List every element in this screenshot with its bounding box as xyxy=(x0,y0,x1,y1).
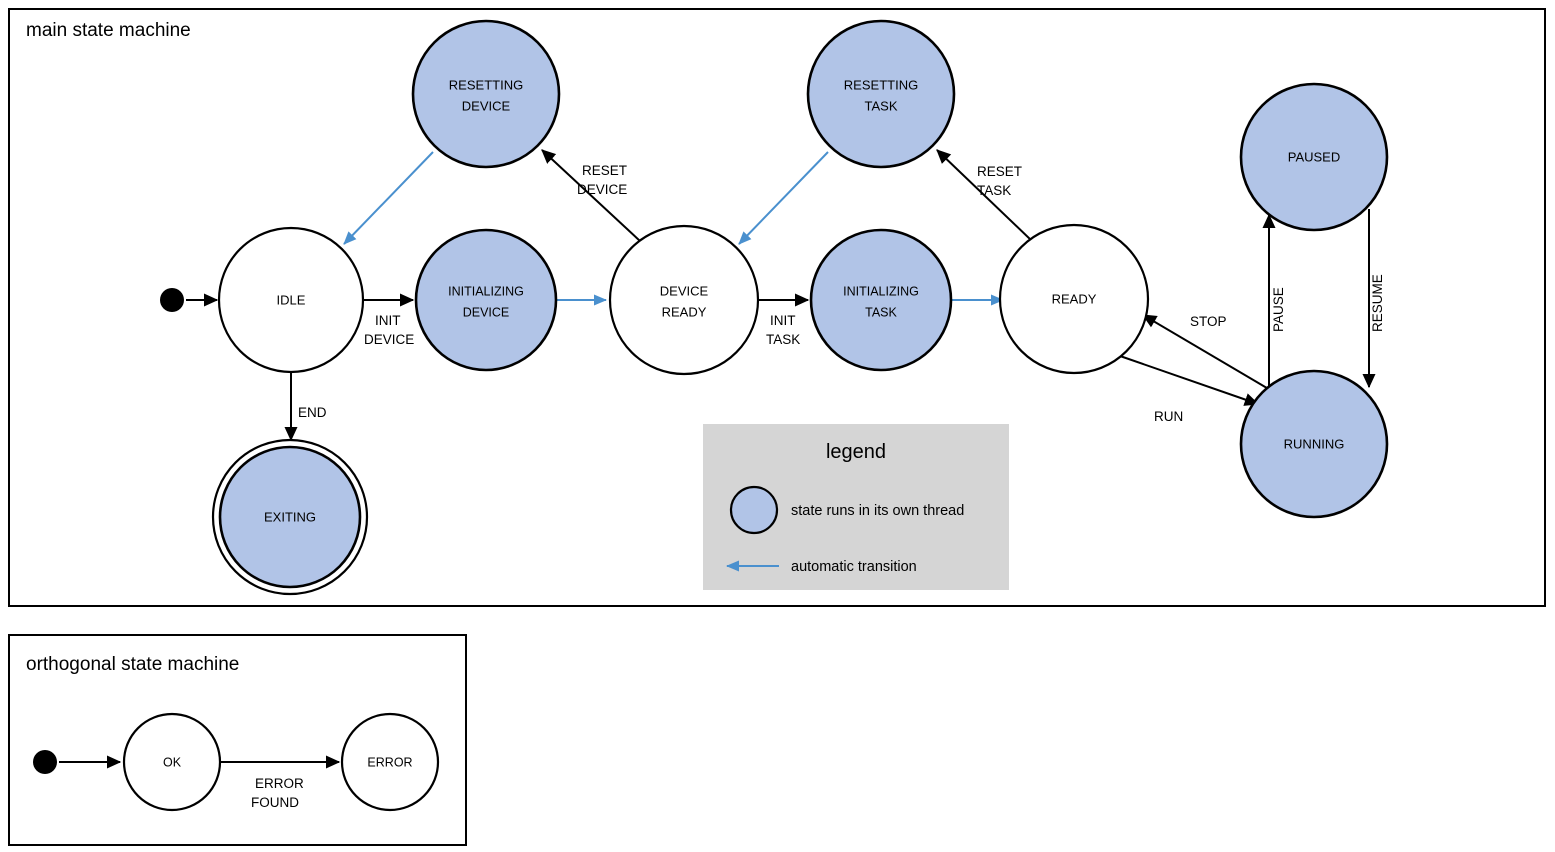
transition-label: DEVICE xyxy=(364,332,414,347)
transition-label: RUN xyxy=(1154,409,1183,424)
transition-ready-resetting-task: RESET TASK xyxy=(936,149,1033,242)
state-node-error[interactable]: ERROR xyxy=(340,712,440,812)
transition-resetting-device-idle xyxy=(343,151,434,245)
state-label: READY xyxy=(1052,291,1097,306)
transition-ready-running: RUN xyxy=(1119,355,1260,424)
state-node-initializing-device[interactable]: INITIALIZING DEVICE xyxy=(414,228,558,372)
state-label: PAUSED xyxy=(1288,149,1341,164)
state-node-ready[interactable]: READY xyxy=(998,223,1150,375)
state-node-initializing-task[interactable]: INITIALIZING TASK xyxy=(809,228,953,372)
transition-label: FOUND xyxy=(251,795,299,810)
state-label: IDLE xyxy=(277,292,306,307)
state-node-resetting-device[interactable]: RESETTING DEVICE xyxy=(411,19,561,169)
state-label: TASK xyxy=(865,305,897,319)
transition-running-paused: PAUSE xyxy=(1262,213,1286,394)
transition-label: END xyxy=(298,405,327,420)
state-label: INITIALIZING xyxy=(448,284,524,298)
transition-resetting-task-device-ready xyxy=(738,151,829,245)
transition-label: INIT xyxy=(375,313,401,328)
state-node-paused[interactable]: PAUSED xyxy=(1239,82,1389,232)
state-label: ERROR xyxy=(367,755,412,769)
legend-item-label: state runs in its own thread xyxy=(791,503,964,519)
start-marker-orthogonal xyxy=(33,750,57,774)
transition-running-ready: STOP xyxy=(1142,314,1273,392)
state-node-exiting[interactable]: EXITING xyxy=(211,438,369,596)
state-label: DEVICE xyxy=(462,98,511,113)
transition-label: DEVICE xyxy=(577,182,627,197)
legend-item-label: automatic transition xyxy=(791,559,917,575)
transition-ok-to-error: ERROR FOUND xyxy=(220,755,341,810)
transition-label: INIT xyxy=(770,313,796,328)
legend: legend state runs in its own thread auto… xyxy=(703,424,1009,590)
orthogonal-frame-title: orthogonal state machine xyxy=(26,654,239,675)
transition-label: RESET xyxy=(977,164,1022,179)
transition-device-ready-resetting-device: RESET DEVICE xyxy=(541,149,641,242)
state-label: RUNNING xyxy=(1284,436,1345,451)
transition-idle-init-device: INIT DEVICE xyxy=(363,293,414,347)
state-label: RESETTING xyxy=(844,77,918,92)
transition-label: RESUME xyxy=(1370,274,1385,332)
transition-device-ready-init-task: INIT TASK xyxy=(759,293,810,347)
transition-idle-exiting: END xyxy=(284,372,327,442)
state-node-device-ready[interactable]: DEVICE READY xyxy=(608,224,760,376)
transition-label: PAUSE xyxy=(1271,287,1286,332)
transition-label: STOP xyxy=(1190,314,1227,329)
transition-paused-running: RESUME xyxy=(1362,209,1385,389)
state-node-resetting-task[interactable]: RESETTING TASK xyxy=(806,19,956,169)
state-label: OK xyxy=(163,755,182,769)
state-label: EXITING xyxy=(264,509,316,524)
legend-title: legend xyxy=(826,441,886,463)
transition-label: TASK xyxy=(977,183,1011,198)
transition-label: TASK xyxy=(766,332,800,347)
thread-state-icon xyxy=(729,485,779,535)
state-label: RESETTING xyxy=(449,77,523,92)
transition-label: ERROR xyxy=(255,776,304,791)
start-marker-main xyxy=(160,288,184,312)
state-node-running[interactable]: RUNNING xyxy=(1239,369,1389,519)
state-label: READY xyxy=(662,304,707,319)
main-frame-title: main state machine xyxy=(26,20,191,41)
state-label: INITIALIZING xyxy=(843,284,919,298)
transition-label: RESET xyxy=(582,163,627,178)
legend-item-thread-state: state runs in its own thread xyxy=(729,485,964,535)
legend-item-automatic-transition: automatic transition xyxy=(725,559,917,575)
state-node-idle[interactable]: IDLE xyxy=(217,226,365,374)
state-label: DEVICE xyxy=(463,305,510,319)
state-label: DEVICE xyxy=(660,283,709,298)
state-label: TASK xyxy=(865,98,898,113)
state-node-ok[interactable]: OK xyxy=(122,712,222,812)
